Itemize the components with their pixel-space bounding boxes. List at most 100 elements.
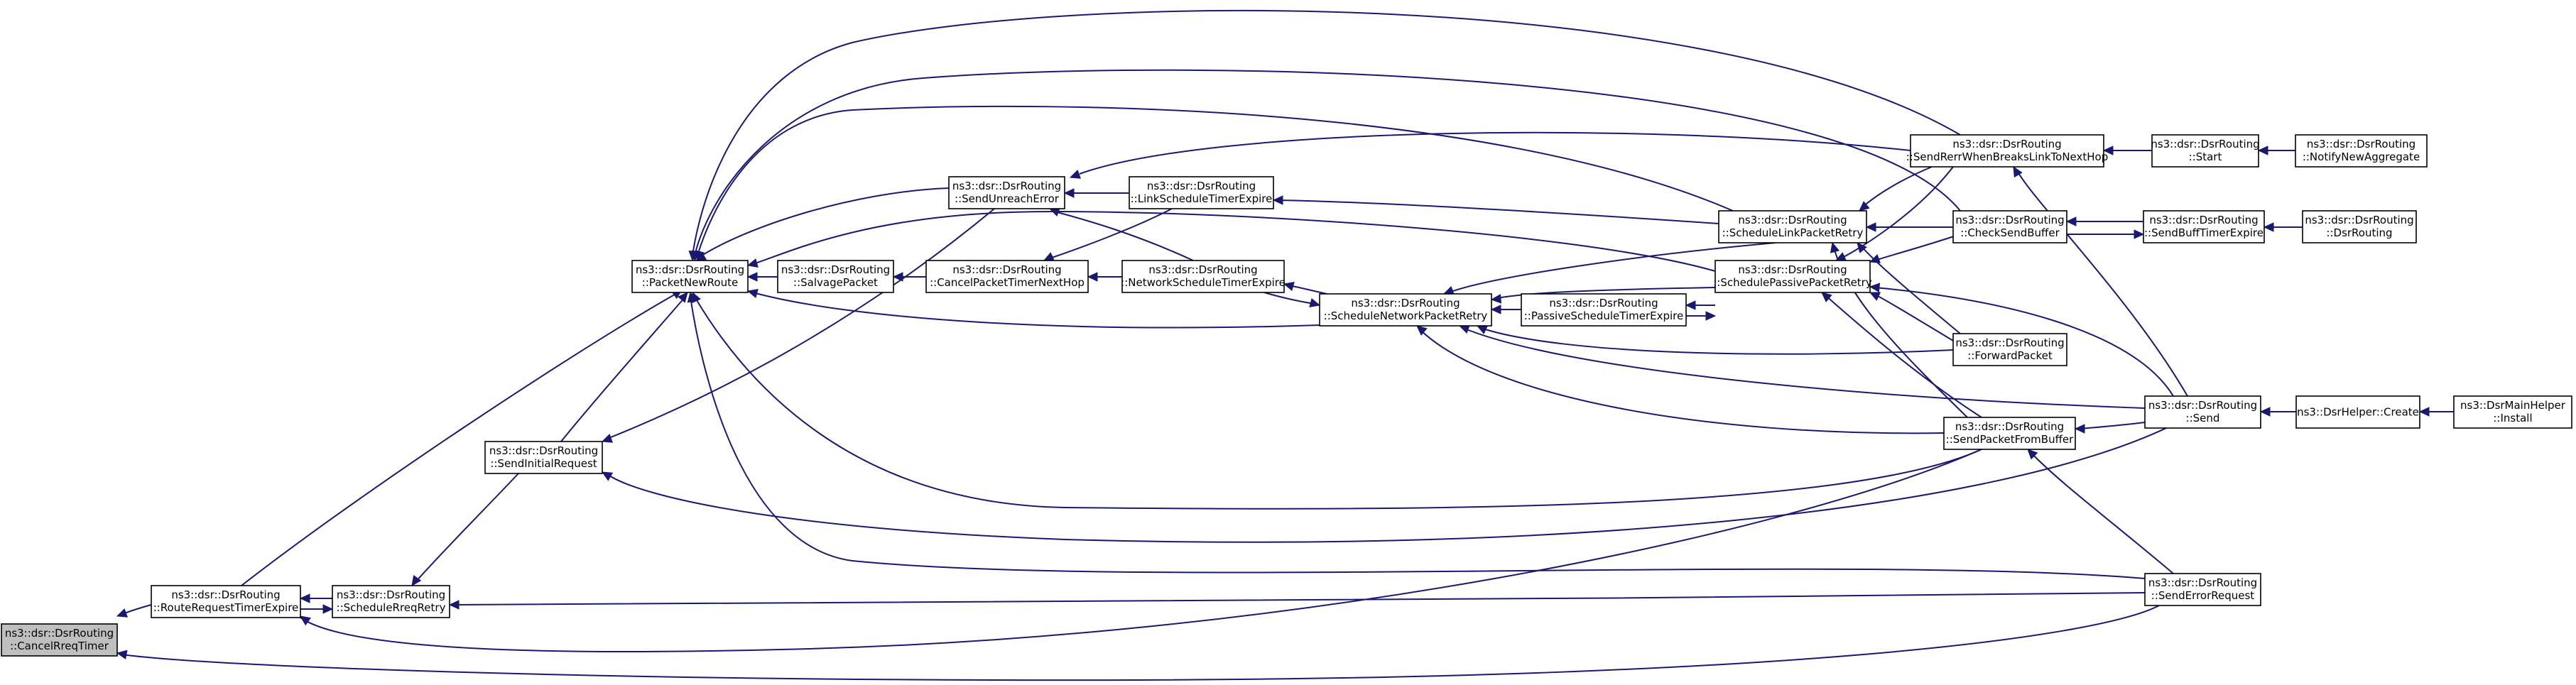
node-install[interactable]: ns3::DsrMainHelper::Install <box>2453 395 2572 429</box>
call-edge-ser-to-pnr <box>687 291 2146 579</box>
call-edge-sppr-to-pnr <box>746 211 1716 272</box>
call-edge-send-to-sir <box>601 427 2167 543</box>
call-edge-sppr-to-pste <box>1685 300 1715 310</box>
node-label-line: ::ScheduleLinkPacketRetry <box>1722 226 1864 239</box>
call-edge-sue-to-sir <box>601 208 995 443</box>
node-create[interactable]: ns3::DsrHelper::Create <box>2295 395 2420 429</box>
node-slpr[interactable]: ns3::dsr::DsrRouting::ScheduleLinkPacket… <box>1718 210 1867 243</box>
node-label-line: ns3::dsr::DsrRouting <box>1549 297 1658 309</box>
call-edge-srr-to-rrte <box>299 593 332 603</box>
node-label-line: ::ForwardPacket <box>1967 349 2053 362</box>
node-label-line: ns3::dsr::DsrRouting <box>952 180 1061 192</box>
node-nna[interactable]: ns3::dsr::DsrRouting::NotifyNewAggregate <box>2295 134 2428 168</box>
node-label-line: ::SendErrorRequest <box>2151 589 2254 602</box>
node-rrte[interactable]: ns3::dsr::DsrRouting::RouteRequestTimerE… <box>151 585 301 618</box>
node-label-line: ns3::dsr::DsrRouting <box>2151 138 2259 150</box>
call-edge-ctor-to-sbte <box>2263 222 2303 232</box>
call-edge-fwd-to-snpr <box>1476 325 1954 355</box>
call-edge-send-to-sppr <box>1869 283 2174 397</box>
node-label-line: ns3::dsr::DsrRouting <box>1955 420 2064 433</box>
call-edge-cptnh-to-salv <box>892 272 926 282</box>
node-label-line: ::SendRerrWhenBreaksLinkToNextHop <box>1906 150 2109 163</box>
node-ctor[interactable]: ns3::dsr::DsrRouting::DsrRouting <box>2302 210 2417 243</box>
node-nste[interactable]: ns3::dsr::DsrRouting::NetworkScheduleTim… <box>1121 260 1286 293</box>
node-label-line: ns3::dsr::DsrRouting <box>1147 180 1256 192</box>
node-box <box>2302 210 2417 243</box>
node-cancel[interactable]: ns3::dsr::DsrRouting::CancelRreqTimer <box>1 623 118 657</box>
node-label-line: ::SchedulePassivePacketRetry <box>1713 276 1872 289</box>
node-csb[interactable]: ns3::dsr::DsrRouting::CheckSendBuffer <box>1952 210 2067 243</box>
node-srr[interactable]: ns3::dsr::DsrRouting::ScheduleRreqRetry <box>332 585 450 618</box>
call-edge-create-to-send <box>2259 407 2296 417</box>
call-edges <box>116 9 2454 681</box>
node-box <box>2295 134 2428 168</box>
call-edge-csb-to-slpr <box>1865 222 1953 232</box>
node-label-line: ns3::dsr::DsrRouting <box>337 588 445 601</box>
node-label-line: ns3::dsr::DsrRouting <box>1738 263 1847 276</box>
node-send[interactable]: ns3::dsr::DsrRouting::Send <box>2144 395 2261 429</box>
function-nodes: ns3::dsr::DsrRouting::CancelRreqTimerns3… <box>1 134 2572 657</box>
node-box <box>1943 417 2076 450</box>
node-label-line: ns3::dsr::DsrRouting <box>1952 138 2061 150</box>
node-box <box>2453 395 2572 429</box>
node-srerr[interactable]: ns3::dsr::DsrRouting::SendRerrWhenBreaks… <box>1906 134 2109 168</box>
call-edge-rrte-to-srr <box>300 604 334 614</box>
node-label-line: ns3::dsr::DsrRouting <box>2307 138 2415 150</box>
node-label-line: ns3::dsr::DsrRouting <box>1351 297 1460 309</box>
call-edge-snpr-to-pnr <box>746 288 1320 329</box>
call-edge-slpr-to-pnr <box>695 105 1734 262</box>
node-sppr[interactable]: ns3::dsr::DsrRouting::SchedulePassivePac… <box>1713 260 1872 293</box>
call-edge-sir-to-srr <box>411 473 519 586</box>
node-box <box>2295 395 2420 429</box>
node-spfb[interactable]: ns3::dsr::DsrRouting::SendPacketFromBuff… <box>1943 417 2076 450</box>
call-edge-ser-to-spfb <box>2027 449 2174 574</box>
node-label-line: ::NotifyNewAggregate <box>2303 150 2420 163</box>
call-edge-salv-to-pnr <box>746 272 778 282</box>
node-sue[interactable]: ns3::dsr::DsrRouting::SendUnreachError <box>948 176 1065 209</box>
call-edge-sppr-to-snpr <box>1490 287 1716 304</box>
node-box <box>484 441 603 474</box>
node-box <box>777 260 894 293</box>
node-start[interactable]: ns3::dsr::DsrRouting::Start <box>2151 134 2260 168</box>
node-label-line: ::CancelRreqTimer <box>10 640 109 652</box>
node-fwd[interactable]: ns3::dsr::DsrRouting::ForwardPacket <box>1952 333 2067 366</box>
call-edge-ser-to-srr <box>448 592 2146 610</box>
node-pnr[interactable]: ns3::dsr::DsrRouting::PacketNewRoute <box>631 260 749 293</box>
node-label-line: ::CheckSendBuffer <box>1960 226 2060 239</box>
node-snpr[interactable]: ns3::dsr::DsrRouting::ScheduleNetworkPac… <box>1319 293 1492 327</box>
node-lste[interactable]: ns3::dsr::DsrRouting::LinkScheduleTimerE… <box>1129 176 1274 209</box>
node-label-line: ns3::dsr::DsrRouting <box>952 263 1061 276</box>
call-edge-spfb-to-snpr <box>1416 325 1945 434</box>
node-label-line: ns3::dsr::DsrRouting <box>2305 214 2413 226</box>
node-label-line: ::DsrRouting <box>2326 226 2392 239</box>
node-box <box>1521 293 1687 327</box>
node-cptnh[interactable]: ns3::dsr::DsrRouting::CancelPacketTimerN… <box>925 260 1089 293</box>
node-salv[interactable]: ns3::dsr::DsrRouting::SalvagePacket <box>777 260 894 293</box>
node-ser[interactable]: ns3::dsr::DsrRouting::SendErrorRequest <box>2144 573 2261 606</box>
call-edge-pste-to-sppr <box>1686 311 1717 321</box>
call-edge-lste-to-sue <box>1063 188 1129 198</box>
node-label-line: ::LinkScheduleTimerExpire <box>1131 192 1273 205</box>
node-box <box>925 260 1089 293</box>
call-edge-spfb-to-rrte <box>300 449 1982 652</box>
node-label-line: ::SendPacketFromBuffer <box>1946 433 2074 446</box>
node-box <box>151 585 301 618</box>
node-box <box>2151 134 2259 168</box>
node-label-line: ns3::dsr::DsrRouting <box>171 588 280 601</box>
call-edge-fwd-to-sppr <box>1869 292 1954 341</box>
call-edge-ser-to-cancel <box>116 605 2160 681</box>
node-label-line: ::Send <box>2186 412 2220 424</box>
node-pste[interactable]: ns3::dsr::DsrRouting::PassiveScheduleTim… <box>1521 293 1687 327</box>
node-box <box>1910 134 2104 168</box>
node-label-line: ns3::dsr::DsrRouting <box>2148 576 2257 589</box>
node-box <box>2144 573 2261 606</box>
node-sbte[interactable]: ns3::dsr::DsrRouting::SendBuffTimerExpir… <box>2143 210 2265 243</box>
node-label-line: ::PacketNewRoute <box>642 276 738 289</box>
call-edge-spfb-to-sppr <box>1821 292 1982 418</box>
call-edge-nste-to-sue <box>1048 207 1194 261</box>
node-box <box>1 623 118 657</box>
node-box <box>2144 395 2261 429</box>
node-label-line: ns3::dsr::DsrRouting <box>1955 214 2064 226</box>
node-sir[interactable]: ns3::dsr::DsrRouting::SendInitialRequest <box>484 441 603 474</box>
